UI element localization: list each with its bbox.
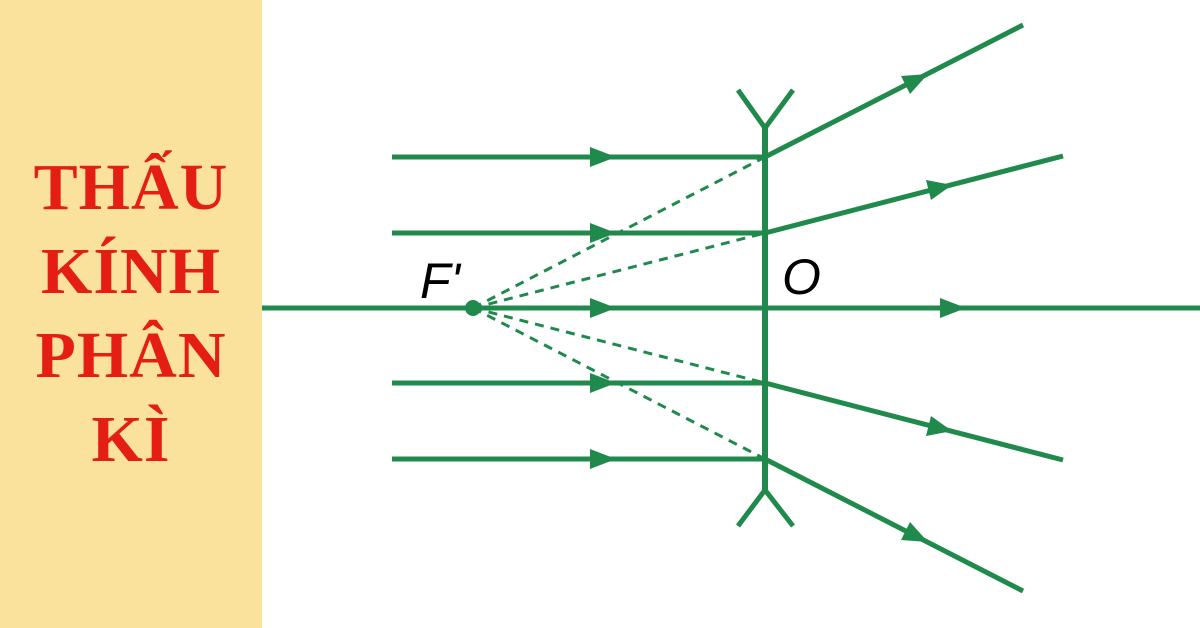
virtual-extension-1 [472,155,766,310]
arrowhead [926,416,952,436]
arrowhead [926,180,952,200]
arrowhead [590,373,616,393]
title-line-4: KÌ [91,403,171,476]
title-line-3: PHÂN [35,319,227,392]
lens-top-tip [735,88,796,133]
virtual-extension-5 [472,306,766,461]
lens-diagram: F' O [262,0,1200,628]
arrowheads-group [590,74,966,542]
arrowhead [590,147,616,167]
refracted-ray-2 [764,153,1064,236]
arrowhead [901,74,928,94]
arrowhead [901,522,928,542]
title-line-1: THẤU [33,151,229,224]
virtual-extension-4 [472,306,766,385]
rays-group [262,22,1200,594]
title-line-2: KÍNH [40,235,222,308]
diagram-canvas: F' O [262,22,1200,594]
focal-point-dot [465,300,481,316]
optical-center-label: O [782,249,821,305]
refracted-ray-4 [764,380,1064,463]
arrowhead [590,449,616,469]
refracted-ray-1 [763,22,1025,160]
refracted-ray-5 [763,456,1025,594]
extensions-group [472,155,766,461]
arrowhead [940,298,966,318]
title-panel: THẤU KÍNH PHÂN KÌ [0,0,262,628]
virtual-extension-2 [472,231,766,310]
lens-bottom-tip [736,485,795,528]
focal-point-label: F' [420,253,462,309]
arrowhead [590,298,616,318]
arrowhead [590,223,616,243]
